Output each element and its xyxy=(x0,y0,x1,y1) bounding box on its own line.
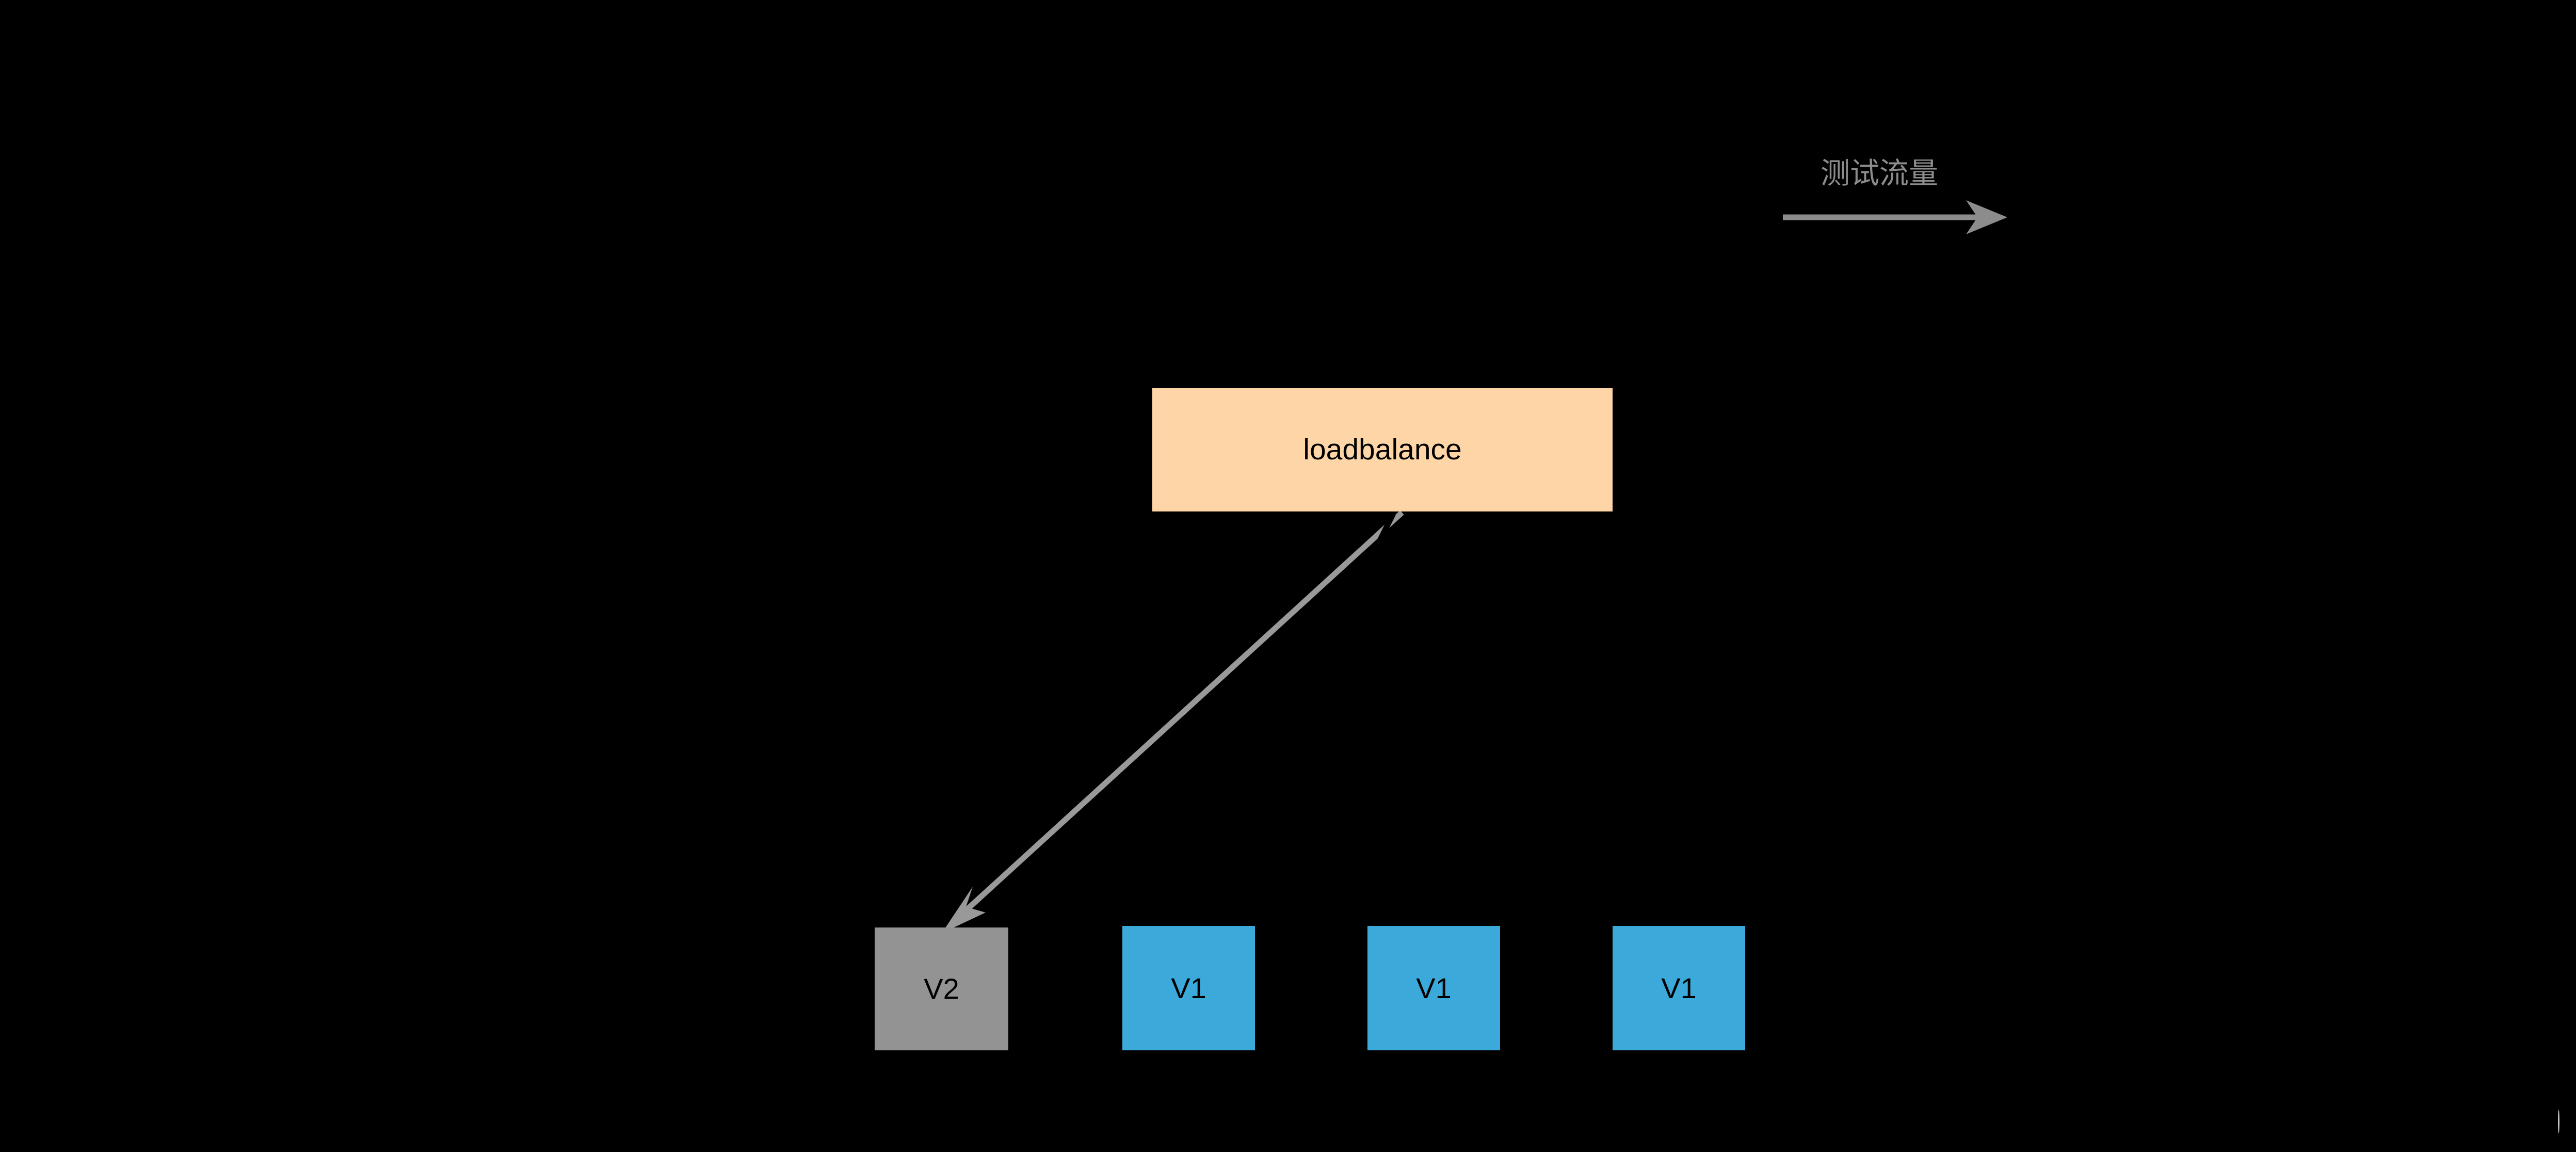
node-v1-instance-1[interactable]: V1 xyxy=(1122,926,1255,1050)
legend: 测试流量 xyxy=(1775,155,2018,237)
legend-arrow-icon xyxy=(1783,200,2007,234)
node-v1-instance-2[interactable]: V1 xyxy=(1367,926,1500,1050)
edge-loadbalance-to-v2 xyxy=(942,510,1404,933)
node-v1-instance-3[interactable]: V1 xyxy=(1613,926,1745,1050)
corner-artifact-mark xyxy=(2558,1110,2559,1133)
edge-loadbalance-to-v1-1 xyxy=(1185,512,1396,935)
legend-label: 测试流量 xyxy=(1821,157,1938,190)
node-v2[interactable]: V2 xyxy=(875,927,1008,1050)
node-loadbalance[interactable]: loadbalance xyxy=(1152,388,1613,511)
